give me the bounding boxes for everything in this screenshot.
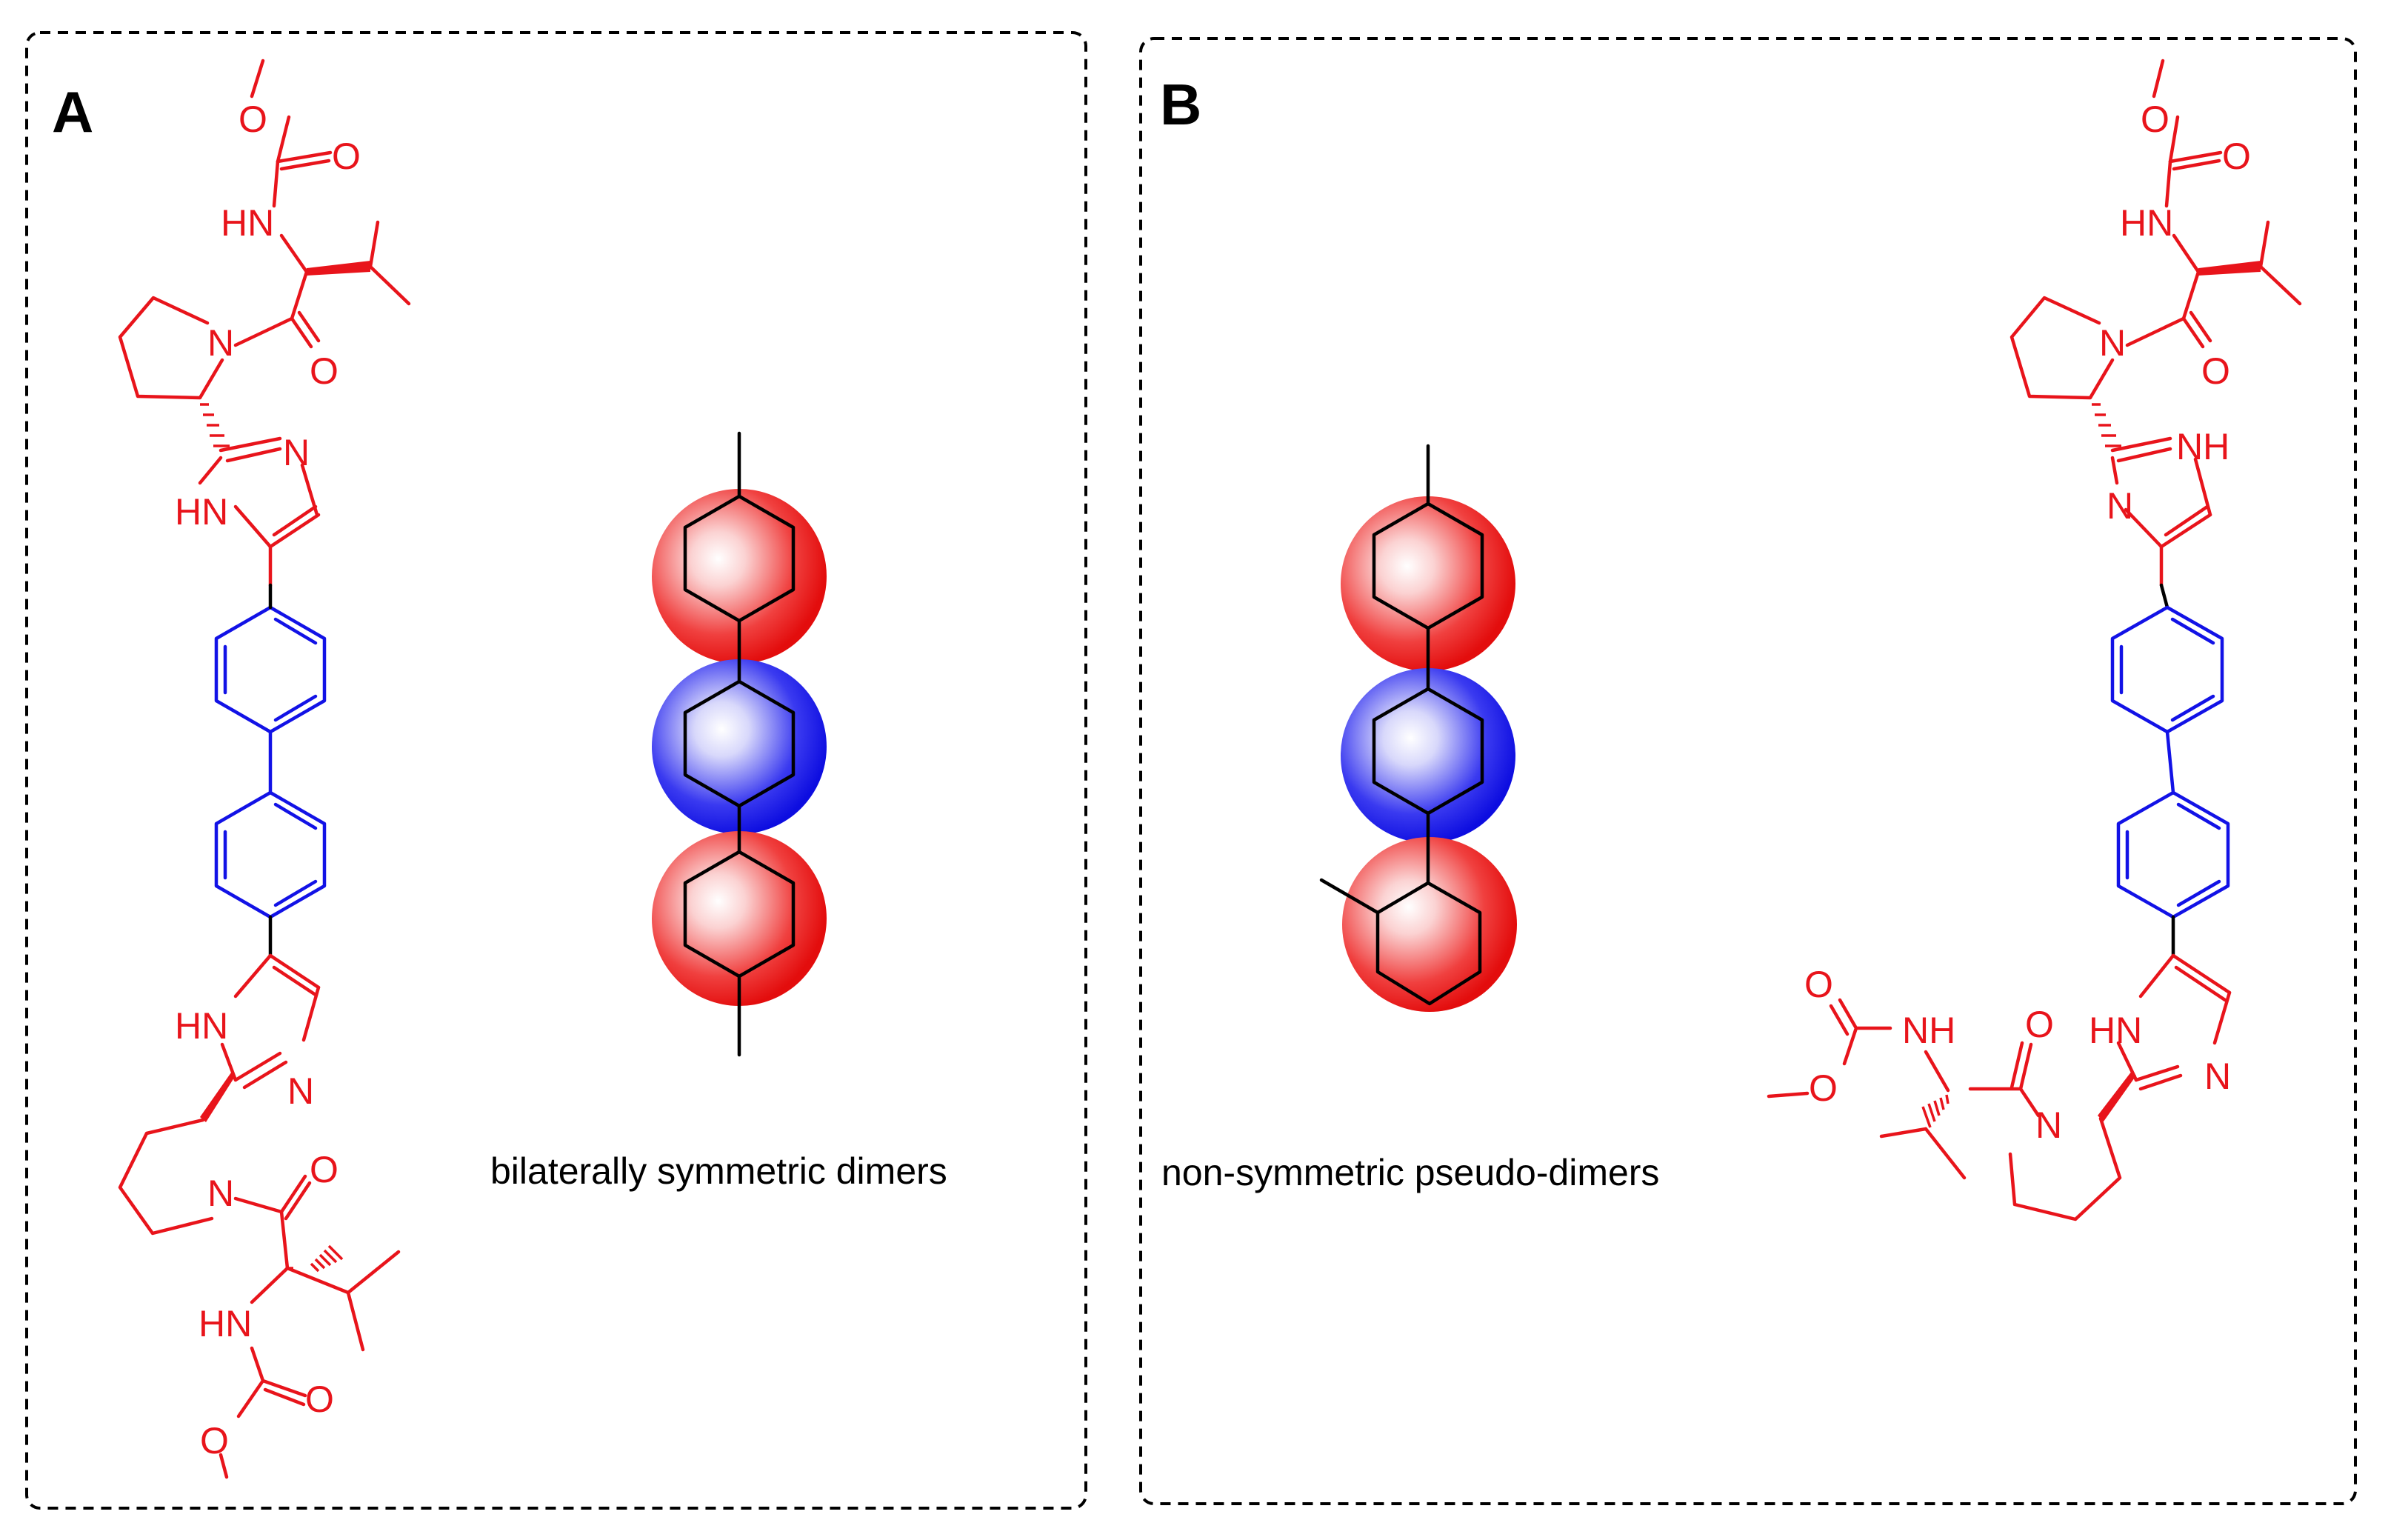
panel-b-sphere-middle: [1341, 668, 1515, 843]
panel-b-atom-o1: O: [2141, 99, 2169, 140]
panel-a-atom-n2: N: [283, 432, 310, 473]
panel-a-atom-o6: O: [200, 1420, 229, 1461]
panel-a-atom-n1: N: [207, 322, 234, 364]
panel-b-atom-n3: N: [2204, 1056, 2231, 1097]
panel-b-atom-n4: N: [2035, 1104, 2062, 1146]
panel-b-atom-nh2: NH: [1902, 1010, 1955, 1051]
panel-a-bottom-cap: [118, 953, 401, 1479]
panel-a-border: [25, 31, 1087, 1510]
panel-b-sphere-model: [1319, 444, 1517, 1012]
panel-b-atom-hn3: HN: [2089, 1010, 2142, 1051]
panel-a-atom-o2: O: [332, 136, 361, 177]
panel-b-atom-n1: N: [2099, 322, 2126, 364]
panel-a-atom-o1: O: [239, 99, 267, 140]
panel-b-sphere-top: [1341, 496, 1515, 671]
panel-b-atom-o2: O: [2222, 136, 2251, 177]
panel-a-top-cap: [118, 59, 411, 587]
panel-a-sphere-top: [652, 489, 827, 664]
panel-a-sphere-bottom: [652, 831, 827, 1006]
panel-a-sphere-model: [652, 431, 827, 1057]
panel-a-atom-o5: O: [305, 1379, 334, 1420]
panel-b-atom-hn1: HN: [2120, 202, 2173, 244]
panel-a-atom-hn2: HN: [175, 491, 228, 533]
panel-b-atom-o6: O: [1809, 1067, 1838, 1109]
panel-a-atom-n4: N: [207, 1173, 234, 1214]
panel-a-letter: A: [52, 79, 93, 144]
panel-b-sphere-bottom: [1342, 837, 1517, 1012]
panel-a-atom-hn3: HN: [175, 1005, 228, 1047]
panel-b-top-cap: [2010, 59, 2302, 587]
panel-a-atom-hn1: HN: [221, 202, 274, 244]
panel-b-atom-o3: O: [2201, 350, 2230, 392]
panel-a-atom-o4: O: [310, 1149, 338, 1190]
panel-a: A: [25, 31, 1087, 1510]
panel-a-sphere-middle: [652, 659, 827, 834]
panel-a-caption: bilaterally symmetric dimers: [490, 1150, 947, 1192]
panel-b-letter: B: [1160, 72, 1201, 137]
panel-b-atom-n2: N: [2107, 485, 2133, 527]
panel-a-atom-n3: N: [287, 1070, 314, 1112]
panel-b: B non-symmetric pseudo-dimers: [1139, 37, 2357, 1505]
panel-b-atom-o5: O: [1804, 964, 1833, 1005]
panel-b-atom-nh1: NH: [2176, 426, 2229, 467]
panel-a-biphenyl-core: [214, 583, 327, 958]
panel-b-atom-o4: O: [2025, 1004, 2054, 1045]
panel-b-biphenyl-core: [2110, 583, 2230, 958]
panel-a-atom-hn4: HN: [199, 1303, 252, 1344]
panel-a-atom-o3: O: [310, 350, 338, 392]
panel-b-border: [1139, 37, 2357, 1505]
panel-b-bottom-cap: [1767, 953, 2232, 1221]
panel-b-caption: non-symmetric pseudo-dimers: [1161, 1152, 1659, 1193]
